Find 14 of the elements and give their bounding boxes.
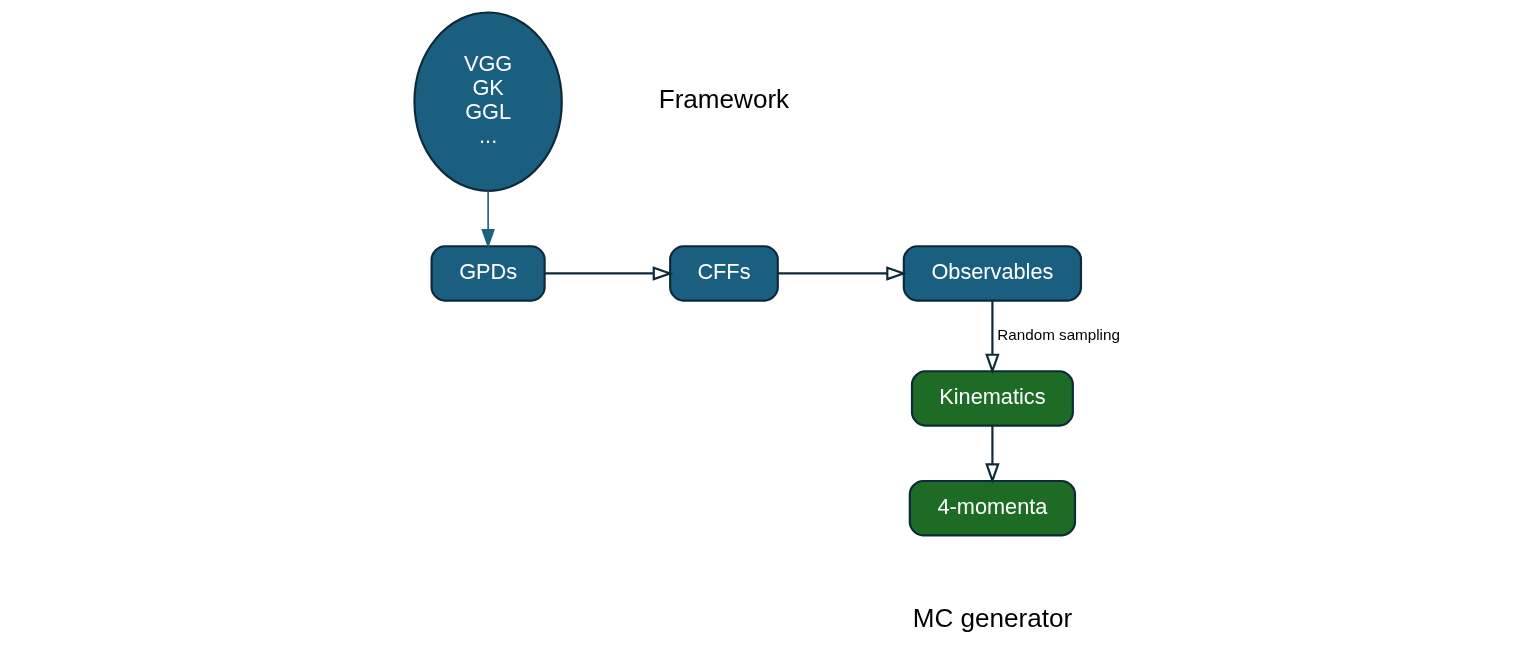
node-ellipse: VGG GK GGL ...	[413, 11, 563, 192]
node-box: CFFs	[669, 245, 779, 302]
node-box: 4-momenta	[908, 479, 1077, 537]
edge-label: Random sampling	[997, 325, 1120, 343]
node-box: GPDs	[430, 245, 546, 302]
node-box: Kinematics	[910, 370, 1074, 427]
arrow	[481, 190, 495, 249]
node-box: Observables	[902, 245, 1083, 302]
arrow	[777, 266, 907, 281]
label: MC generator	[912, 602, 1073, 633]
arrow	[544, 266, 674, 281]
arrow	[985, 425, 1000, 484]
arrow	[985, 300, 1000, 375]
label: Framework	[658, 84, 790, 115]
